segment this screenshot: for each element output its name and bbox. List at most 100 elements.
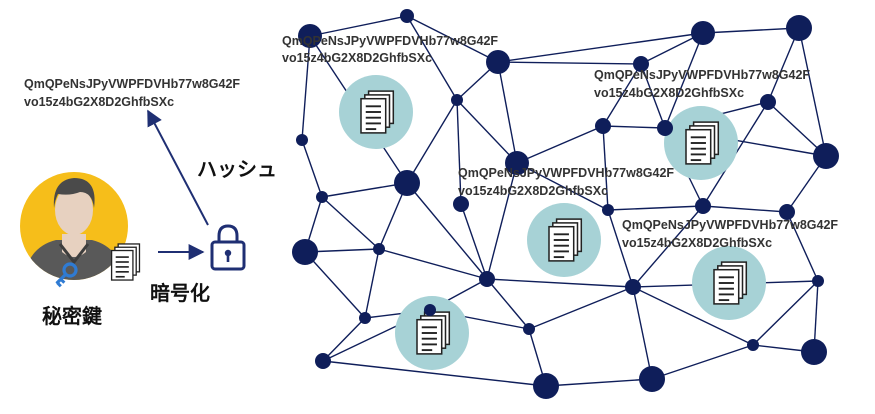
- network-edge: [516, 125, 604, 164]
- svg-text:QmQPeNsJPyVWPFDVHb77w8G42F: QmQPeNsJPyVWPFDVHb77w8G42F: [458, 166, 674, 180]
- svg-text:vo15z4bG2X8D2GhfbSXc: vo15z4bG2X8D2GhfbSXc: [594, 86, 744, 100]
- network-edge: [632, 205, 704, 288]
- network-node: [691, 21, 715, 45]
- network-edge: [486, 278, 634, 288]
- network-edge: [321, 196, 380, 250]
- network-edge: [607, 205, 704, 211]
- key-icon: [55, 262, 78, 288]
- network-edge: [602, 125, 666, 129]
- network-edge: [301, 139, 323, 198]
- network-edge: [406, 182, 488, 280]
- storage-node: [692, 246, 766, 320]
- document-icon: [416, 311, 451, 355]
- network-node: [801, 339, 827, 365]
- network-edge: [497, 61, 518, 164]
- network-edge: [651, 344, 754, 380]
- encryption-label: 暗号化: [150, 281, 210, 305]
- network-edge: [767, 101, 827, 157]
- network-edge: [406, 15, 458, 101]
- network-edge: [456, 99, 518, 164]
- network-node: [424, 304, 436, 316]
- svg-text:QmQPeNsJPyVWPFDVHb77w8G42F: QmQPeNsJPyVWPFDVHb77w8G42F: [24, 77, 240, 91]
- network-edge: [602, 125, 609, 211]
- storage-node: [664, 106, 738, 180]
- network-node: [373, 243, 385, 255]
- network-node: [296, 134, 308, 146]
- network-edge: [497, 61, 642, 65]
- document-icon: [360, 90, 395, 134]
- svg-text:QmQPeNsJPyVWPFDVHb77w8G42F: QmQPeNsJPyVWPFDVHb77w8G42F: [622, 218, 838, 232]
- network-edge: [632, 286, 754, 346]
- network-edge: [322, 317, 366, 362]
- network-node: [779, 204, 795, 220]
- network-node: [625, 279, 641, 295]
- network-node: [786, 15, 812, 41]
- network-node: [760, 94, 776, 110]
- network-edge: [456, 99, 462, 205]
- network-edge: [321, 182, 408, 198]
- network-edge: [322, 360, 547, 387]
- network-edge: [309, 15, 408, 37]
- arrow-to-hash: [147, 109, 209, 226]
- network-edge: [486, 162, 518, 280]
- private-key-label: 秘密鍵: [42, 304, 102, 328]
- network-node: [315, 353, 331, 369]
- network-node: [453, 196, 469, 212]
- document-icon: [713, 261, 748, 305]
- network-node: [813, 143, 839, 169]
- hash-label-node-2: QmQPeNsJPyVWPFDVHb77w8G42F vo15z4bG2X8D2…: [594, 68, 810, 100]
- network-edge: [664, 32, 704, 129]
- storage-node: [527, 203, 601, 277]
- svg-text:vo15z4bG2X8D2GhfbSXc: vo15z4bG2X8D2GhfbSXc: [24, 95, 174, 109]
- network-node: [695, 198, 711, 214]
- network-node: [292, 239, 318, 265]
- network-node: [394, 170, 420, 196]
- network-edge: [798, 27, 827, 157]
- network-edge: [301, 35, 311, 141]
- document-icon: [685, 121, 720, 165]
- network-edge: [486, 278, 530, 330]
- network-node: [812, 275, 824, 287]
- lock-icon: [210, 224, 246, 271]
- network-node: [639, 366, 665, 392]
- network-edge: [528, 286, 634, 330]
- document-icon: [548, 218, 583, 262]
- network-node: [747, 339, 759, 351]
- network-node: [533, 373, 559, 399]
- network-edge: [702, 27, 800, 34]
- network-node: [595, 118, 611, 134]
- svg-text:vo15z4bG2X8D2GhfbSXc: vo15z4bG2X8D2GhfbSXc: [282, 51, 432, 65]
- network-edge: [304, 251, 366, 319]
- network-edge: [406, 99, 458, 184]
- network-node: [657, 120, 673, 136]
- hash-process-label: ハッシュ: [197, 157, 277, 181]
- network-node: [633, 56, 649, 72]
- network-node: [602, 204, 614, 216]
- svg-text:QmQPeNsJPyVWPFDVHb77w8G42F: QmQPeNsJPyVWPFDVHb77w8G42F: [594, 68, 810, 82]
- network-edge: [364, 248, 380, 319]
- network-edge: [406, 15, 499, 63]
- storage-node: [395, 296, 469, 370]
- network-edge: [607, 209, 634, 288]
- network-node: [298, 24, 322, 48]
- network-node: [451, 94, 463, 106]
- network-node: [400, 9, 414, 23]
- network-edge: [378, 248, 488, 280]
- svg-text:vo15z4bG2X8D2GhfbSXc: vo15z4bG2X8D2GhfbSXc: [458, 184, 608, 198]
- network-edge: [702, 205, 788, 213]
- network-edge: [545, 378, 653, 387]
- network-edge: [640, 63, 666, 129]
- hash-label-node-3: QmQPeNsJPyVWPFDVHb77w8G42F vo15z4bG2X8D2…: [458, 166, 674, 198]
- network-edge: [786, 211, 819, 282]
- network-edge: [516, 162, 609, 211]
- svg-text:QmQPeNsJPyVWPFDVHb77w8G42F: QmQPeNsJPyVWPFDVHb77w8G42F: [282, 34, 498, 48]
- network-node: [316, 191, 328, 203]
- network-edge: [497, 32, 704, 63]
- network-node: [359, 312, 371, 324]
- network-node: [479, 271, 495, 287]
- storage-nodes: [339, 75, 766, 370]
- network-node: [523, 323, 535, 335]
- network-nodes: [292, 9, 839, 399]
